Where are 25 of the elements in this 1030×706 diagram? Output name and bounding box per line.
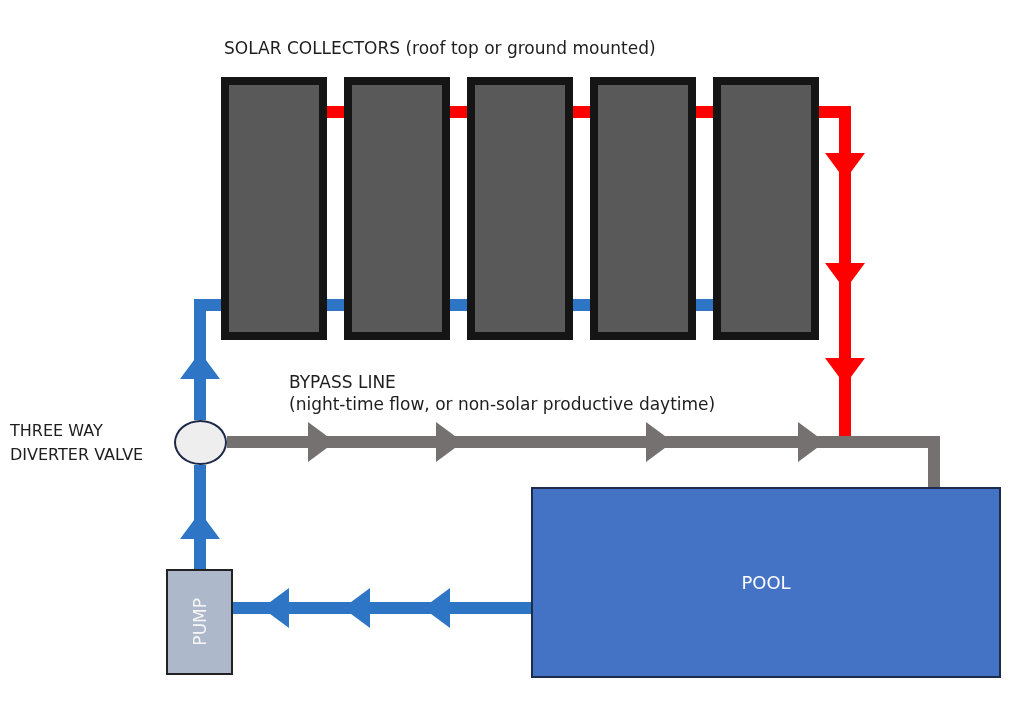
flow-arrow (233, 588, 531, 628)
pipe-line (696, 106, 713, 118)
solar-collector-panel (221, 77, 327, 340)
pump-box (166, 569, 233, 675)
pool-label: POOL (741, 572, 791, 593)
pipe-line (573, 106, 590, 118)
pool-box (531, 487, 1001, 678)
heading: SOLAR COLLECTORS (roof top or ground mounted) (224, 37, 656, 59)
pipe-line (327, 106, 344, 118)
solar-collector-panel (713, 77, 819, 340)
pipe-line (696, 299, 713, 311)
pipe-line (845, 436, 940, 487)
valve-caption: THREE WAY DIVERTER VALVE (10, 420, 145, 466)
pump-label: PUMP (189, 598, 210, 646)
pipe-line (450, 106, 467, 118)
pipe-line (573, 299, 590, 311)
flow-arrow (180, 465, 220, 569)
solar-collector-panel (590, 77, 696, 340)
flow-arrow (227, 422, 845, 462)
flow-arrow (180, 299, 221, 420)
pipe-line (450, 299, 467, 311)
flow-arrow (819, 106, 865, 436)
pipe-line (327, 299, 344, 311)
solar-collector-panel (344, 77, 450, 340)
solar-collector-panel (467, 77, 573, 340)
